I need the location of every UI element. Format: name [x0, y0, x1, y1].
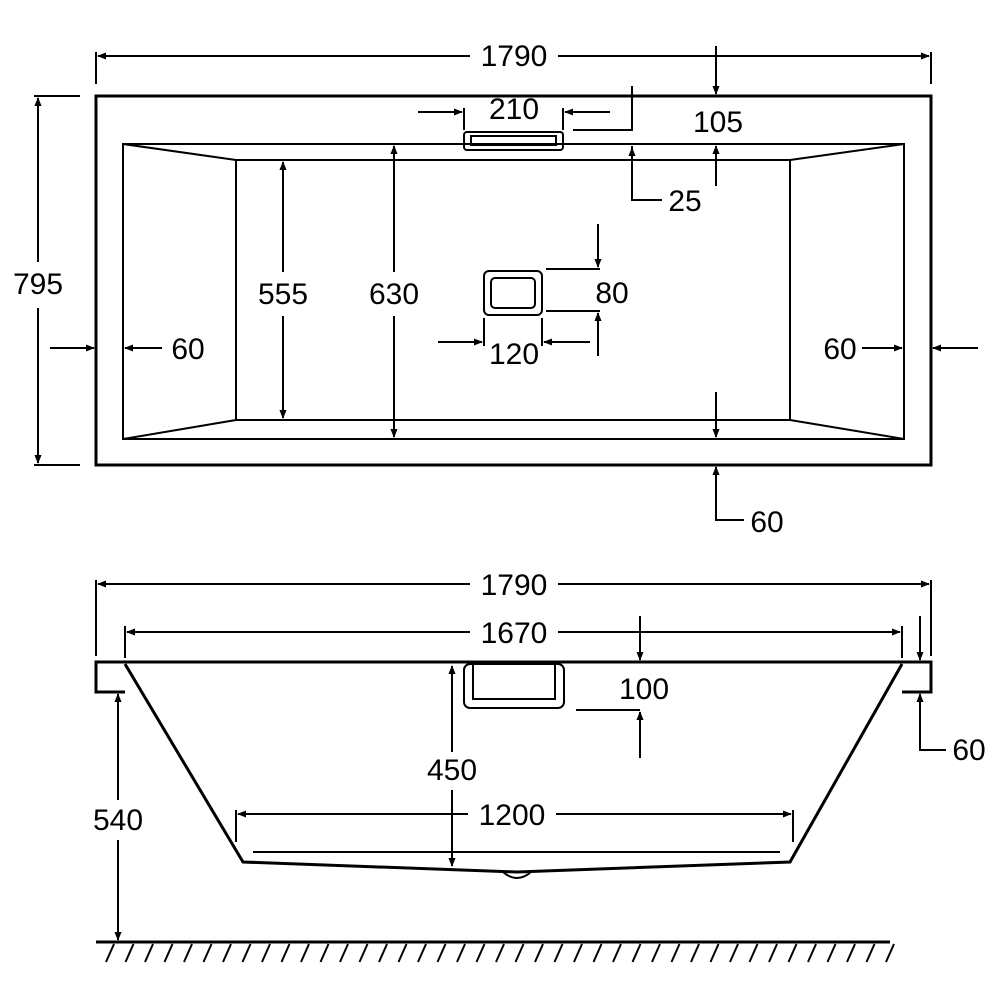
- overflow-inner: [470, 135, 557, 146]
- dim-leader: [715, 494, 744, 521]
- tub-inner-outline: [122, 143, 905, 440]
- side-view: 1790 1670 100 60 450 1200 540: [93, 569, 986, 963]
- hatch-mark: [514, 943, 525, 963]
- drain-outline: [483, 270, 543, 316]
- drain-outlet: [502, 871, 532, 879]
- slope-line-tr: [789, 143, 905, 161]
- hatch-mark: [417, 943, 427, 963]
- dim-rim-thickness: 60: [952, 734, 985, 767]
- hatch-mark: [397, 943, 408, 963]
- top-view: 1790 795 210 105 25 555 630: [13, 40, 978, 539]
- overflow-side: [463, 663, 565, 709]
- hatch-mark: [768, 943, 778, 963]
- dim-depth: 450: [427, 754, 477, 787]
- hatch-mark: [885, 943, 895, 963]
- dim-total-height: 540: [93, 804, 143, 837]
- slope-line-tl: [122, 143, 237, 161]
- hatch-mark: [241, 943, 252, 963]
- hatch-mark: [846, 943, 856, 963]
- hatch-mark: [105, 943, 115, 963]
- hatch-mark: [378, 943, 388, 963]
- hatch-mark: [807, 943, 817, 963]
- hatch-mark: [475, 943, 486, 963]
- dim-overall-length-top: 1790: [481, 40, 548, 73]
- hatch-mark: [163, 943, 174, 963]
- dim-overflow-width: 210: [489, 93, 539, 126]
- hatch-mark: [534, 943, 544, 963]
- dim-overall-width: 795: [13, 268, 63, 301]
- hatch-mark: [183, 943, 193, 963]
- floor-hatching: [105, 943, 895, 963]
- tub-rim-side: [94, 660, 933, 694]
- dim-leader: [573, 86, 633, 131]
- hatch-mark: [144, 943, 154, 963]
- dim-overflow-height: 100: [619, 673, 669, 706]
- hatch-mark: [573, 943, 583, 963]
- slope-line-br: [789, 419, 905, 440]
- hatch-mark: [436, 943, 447, 963]
- hatch-mark: [729, 943, 739, 963]
- overflow-outline: [463, 131, 564, 151]
- hatch-mark: [826, 943, 837, 963]
- hatch-mark: [300, 943, 310, 963]
- hatch-mark: [202, 943, 213, 963]
- dim-rim-left: 60: [171, 333, 204, 366]
- hatch-mark: [787, 943, 798, 963]
- hatch-mark: [261, 943, 271, 963]
- dim-inner-width-floor: 555: [258, 278, 308, 311]
- hatch-mark: [124, 943, 135, 963]
- hatch-mark: [280, 943, 291, 963]
- hatch-mark: [631, 943, 642, 963]
- dim-rim-top: 105: [693, 106, 743, 139]
- dim-drain-length: 80: [595, 277, 628, 310]
- hatch-mark: [456, 943, 466, 963]
- dim-rim-bottom: 60: [750, 506, 783, 539]
- hatch-mark: [495, 943, 505, 963]
- hatch-mark: [553, 943, 564, 963]
- hatch-mark: [651, 943, 661, 963]
- dim-overall-length-side: 1790: [481, 569, 548, 602]
- tub-outer-outline: [94, 94, 933, 467]
- drain-inner: [490, 277, 536, 309]
- hatch-mark: [339, 943, 349, 963]
- hatch-mark: [222, 943, 232, 963]
- hatch-mark: [748, 943, 759, 963]
- hatch-mark: [865, 943, 876, 963]
- dim-inner-length: 1670: [481, 617, 548, 650]
- dim-leader: [919, 724, 946, 751]
- hatch-mark: [690, 943, 700, 963]
- hatch-mark: [358, 943, 369, 963]
- dim-bottom-length: 1200: [479, 799, 546, 832]
- hatch-mark: [612, 943, 622, 963]
- dim-leader: [631, 146, 662, 201]
- hatch-mark: [670, 943, 681, 963]
- dim-drain-width: 120: [489, 338, 539, 371]
- dim-overflow-inset: 25: [668, 185, 701, 218]
- dim-inner-width: 630: [369, 278, 419, 311]
- hatch-mark: [592, 943, 603, 963]
- tub-body-side: [123, 663, 904, 874]
- slope-line-bl: [122, 419, 237, 440]
- dim-rim-right: 60: [823, 333, 856, 366]
- overflow-side-inner: [472, 663, 556, 700]
- hatch-mark: [709, 943, 720, 963]
- hatch-mark: [319, 943, 330, 963]
